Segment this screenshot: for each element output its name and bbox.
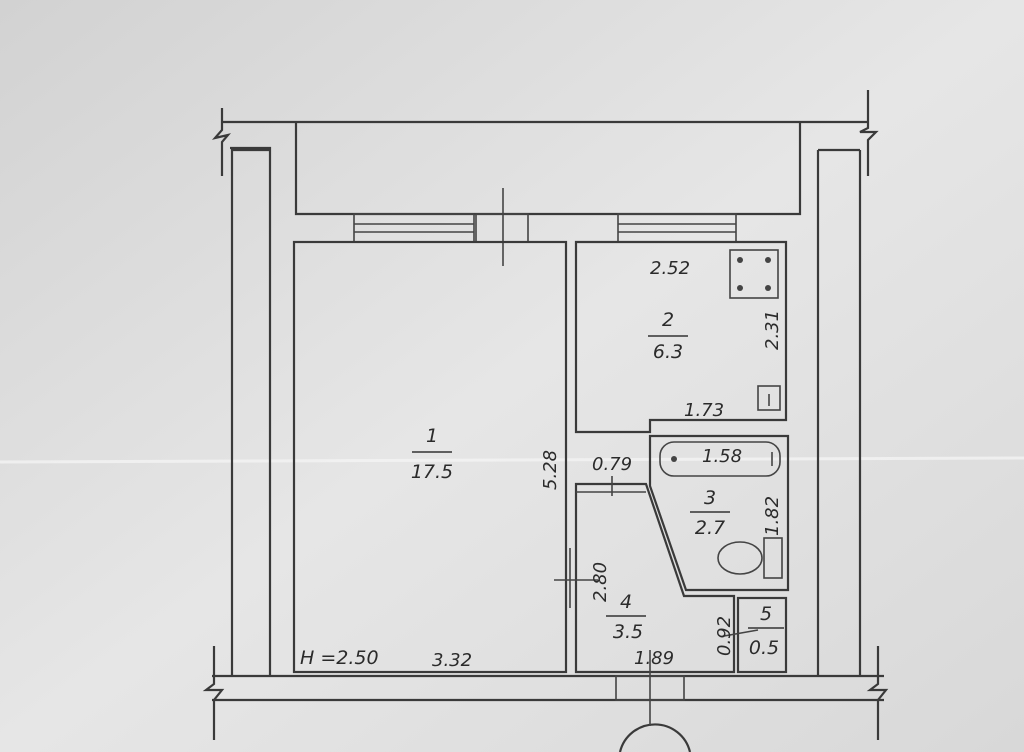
room-1-label: 1 17.5 [411,425,453,483]
room-1-area: 17.5 [411,461,453,483]
dim-kitchen-partition: 1.73 [684,400,724,421]
room-5-area: 0.5 [749,637,779,659]
dim-bath-length: 1.82 [762,496,783,536]
toilet-icon [717,537,783,579]
building-walls [202,90,889,752]
dim-hall-length: 2.80 [590,562,611,602]
dim-room1-length: 5.28 [540,450,561,490]
room-3-outline [648,434,790,592]
sink-icon [757,385,781,411]
room-4-number: 4 [620,591,632,613]
bathtub-icon [659,441,781,477]
dim-closet-length: 0.92 [714,616,735,656]
room-2-label: 2 6.3 [648,309,688,363]
room-4-area: 3.5 [613,621,643,643]
room-1-outline [292,240,568,674]
room-2-area: 6.3 [653,341,683,363]
room-5-label: 5 0.5 [748,603,784,659]
room-5-number: 5 [760,603,772,625]
stove-icon [729,249,779,299]
dim-room1-width: 3.32 [432,650,472,671]
room-2-outline [574,240,788,434]
dim-hall-width: 1.89 [634,648,674,669]
dim-kitchen-length: 2.31 [762,310,783,350]
ceiling-height: H =2.50 [300,647,379,669]
room-4-outline [574,482,736,674]
entrance-door [615,650,685,726]
room-3-label: 3 2.7 [690,487,730,539]
room-1-number: 1 [426,425,438,447]
paper-fold [0,456,1024,464]
room-4-label: 4 3.5 [606,591,646,643]
dim-hall-opening: 0.79 [592,454,632,475]
room-5-outline [736,596,788,674]
dim-bath-width: 1.58 [702,446,742,467]
room-3-area: 2.7 [695,517,725,539]
room-3-number: 3 [704,487,716,509]
dim-kitchen-width: 2.52 [650,258,690,279]
room-2-number: 2 [662,309,674,331]
